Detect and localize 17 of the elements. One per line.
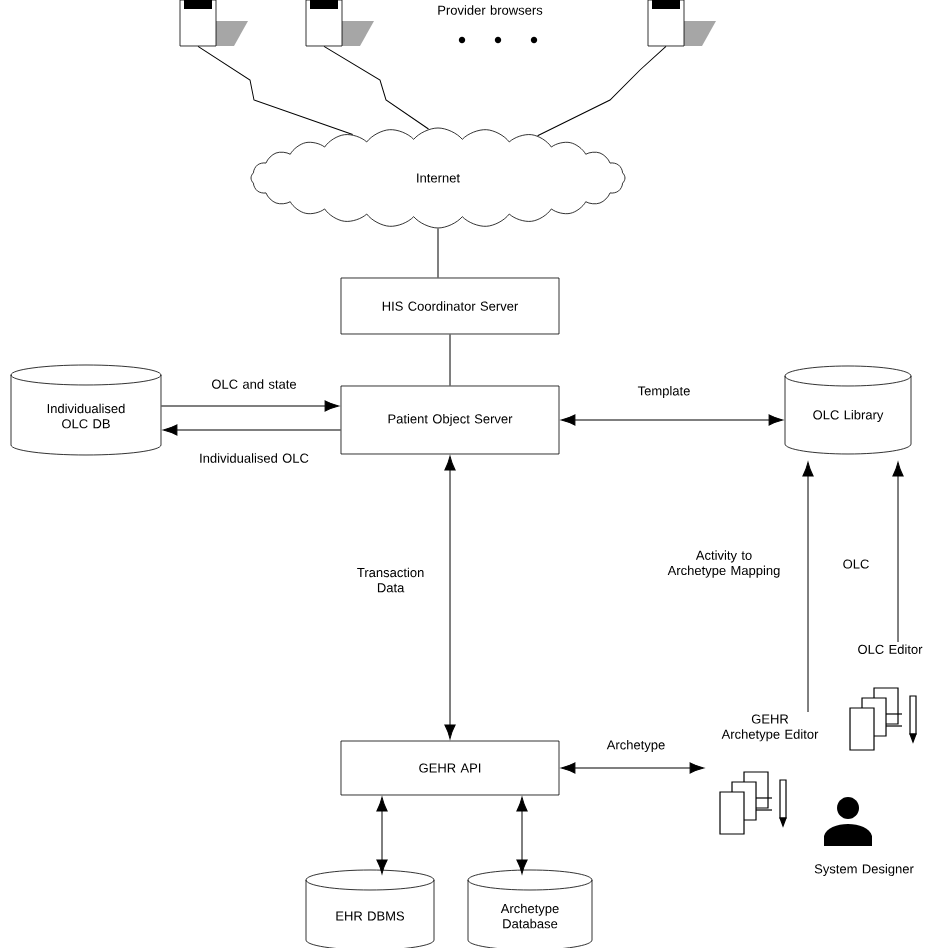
arrow (444, 455, 456, 740)
connector-line (437, 227, 439, 279)
arrow (892, 461, 904, 643)
arrow (560, 762, 705, 774)
computer-icon (647, 0, 716, 47)
arrow (516, 796, 528, 875)
connector-line (197, 45, 354, 135)
arrow (160, 400, 340, 412)
connector-line (537, 45, 667, 137)
arrow (560, 414, 784, 426)
connector-line (323, 45, 429, 130)
computer-icon (179, 0, 248, 47)
connector-line (449, 333, 451, 387)
computer-icon (305, 0, 374, 47)
arrow (802, 461, 814, 713)
arrow (376, 796, 388, 875)
arrow (162, 424, 342, 436)
